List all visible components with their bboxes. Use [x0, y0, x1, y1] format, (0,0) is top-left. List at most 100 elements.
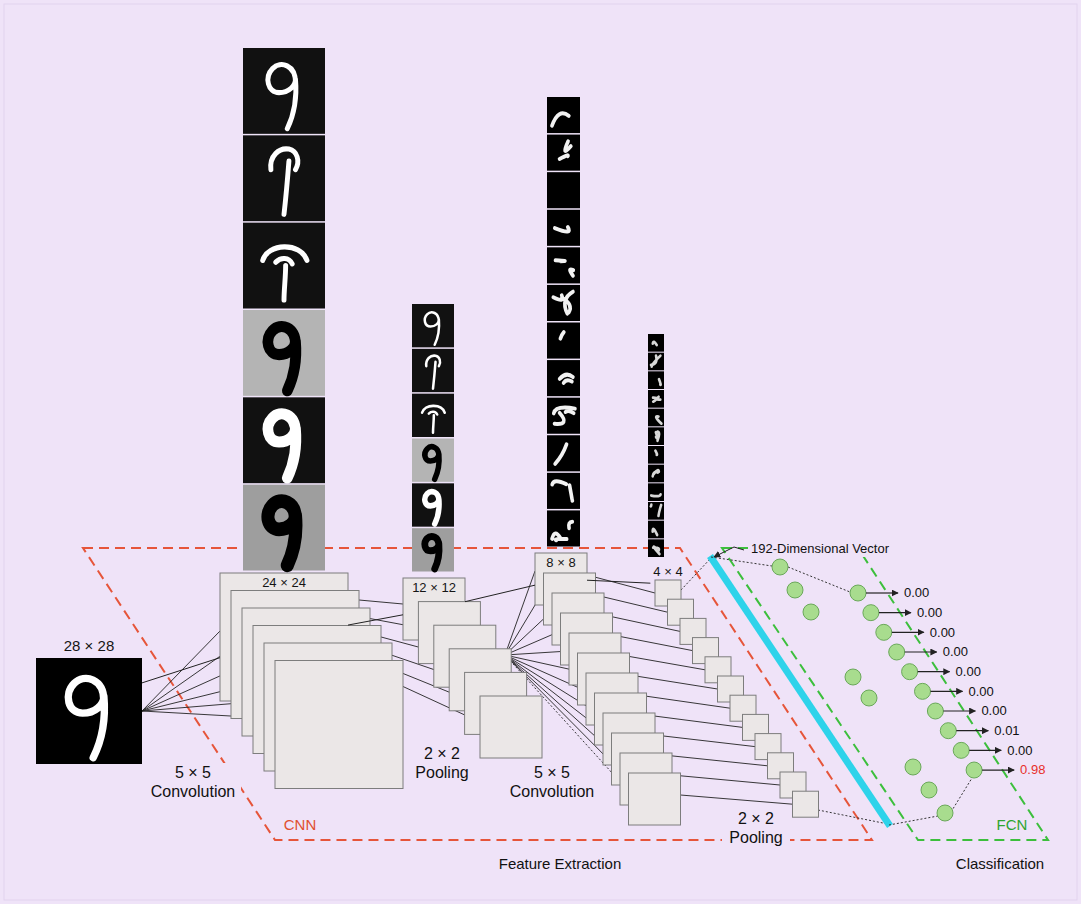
feature-image-ground	[36, 658, 142, 764]
feature-stroke	[560, 375, 573, 383]
feature-stroke	[268, 414, 296, 478]
feature-image	[648, 390, 664, 408]
output-arrow	[879, 612, 911, 613]
feature-map-stack: 8 × 8	[535, 553, 587, 605]
feature-image-ground	[412, 394, 454, 437]
neuron	[772, 559, 788, 575]
feature-image	[243, 223, 325, 309]
feature-image-ground	[648, 371, 664, 389]
feature-image-ground	[243, 223, 325, 309]
dimension-label: 4 × 4	[653, 564, 682, 580]
output-arrow	[866, 592, 898, 593]
feature-image	[412, 439, 454, 482]
pooling-line	[630, 675, 718, 689]
cnn-region	[83, 548, 872, 840]
feature-map-square	[793, 791, 819, 817]
feature-column	[412, 304, 454, 572]
feature-image	[243, 397, 325, 483]
layer-connector	[348, 615, 403, 625]
output-probability: 0.00	[979, 703, 1008, 719]
dotted-link	[951, 778, 972, 812]
layer-connector	[142, 658, 220, 683]
output-probability: 0.00	[967, 684, 996, 700]
feature-image-ground	[547, 247, 580, 283]
convolution-line	[505, 651, 569, 655]
feature-image-ground	[547, 285, 580, 321]
feature-image-ground	[648, 334, 664, 352]
neuron	[850, 585, 866, 601]
pooling-line	[664, 755, 768, 766]
feature-stroke	[426, 356, 440, 389]
feature-image	[36, 658, 142, 764]
connection-lines	[142, 558, 888, 824]
output-arrow	[956, 730, 988, 731]
feature-image	[243, 48, 325, 134]
feature-stroke	[653, 470, 659, 476]
feature-image	[648, 539, 664, 557]
feature-stroke	[554, 408, 575, 424]
feature-image	[648, 483, 664, 501]
feature-stroke	[560, 141, 571, 159]
feature-stroke	[552, 113, 569, 125]
feature-stroke	[651, 494, 660, 496]
feature-image	[547, 285, 580, 321]
feature-image	[243, 135, 325, 221]
operation-label: 5 × 5 Convolution	[504, 763, 600, 801]
input-image	[36, 658, 142, 764]
feature-image-ground	[547, 135, 580, 171]
feature-image-ground	[547, 323, 580, 359]
feature-stroke	[553, 292, 573, 314]
feature-stroke	[555, 260, 573, 275]
convolution-line	[142, 649, 231, 712]
feature-stroke	[425, 312, 439, 344]
feature-image	[648, 427, 664, 445]
feature-stroke	[656, 416, 661, 423]
feature-stroke	[653, 529, 658, 535]
pooling-line	[655, 735, 755, 747]
pooling-line	[681, 795, 793, 804]
feature-stroke	[552, 522, 572, 541]
leader-arrow	[714, 547, 744, 557]
neuron	[845, 669, 861, 685]
feature-column	[648, 334, 664, 557]
feature-image-ground	[412, 349, 454, 392]
feature-stroke	[425, 537, 439, 569]
feature-map-square	[480, 696, 542, 758]
feature-image	[243, 310, 325, 396]
neuron	[905, 759, 921, 775]
output-probability: 0.00	[915, 605, 944, 621]
dotted-link	[889, 816, 938, 825]
feature-image	[412, 304, 454, 347]
feature-column	[243, 48, 325, 571]
neurons	[772, 559, 982, 821]
feature-stroke	[651, 505, 661, 516]
feature-image-ground	[243, 310, 325, 396]
feature-map-stack: 24 × 24	[220, 573, 348, 701]
feature-stroke	[651, 356, 660, 367]
feature-image	[648, 334, 664, 352]
feature-image-ground	[648, 521, 664, 539]
neuron	[940, 723, 956, 739]
output-arrow	[905, 651, 937, 652]
region-name: FCN	[995, 816, 1030, 834]
feature-image	[547, 172, 580, 208]
feature-stroke	[271, 149, 298, 214]
feature-stroke	[656, 432, 659, 441]
operation-label: 2 × 2 Pooling	[722, 809, 790, 847]
feature-map-squares	[220, 553, 819, 825]
region-caption: Classification	[954, 855, 1046, 873]
neuron	[902, 664, 918, 680]
neuron	[803, 604, 819, 620]
feature-image	[648, 353, 664, 371]
dotted-link	[711, 557, 772, 566]
feature-image-ground	[648, 446, 664, 464]
feature-image	[412, 349, 454, 392]
output-arrow	[892, 632, 924, 633]
feature-image-ground	[648, 390, 664, 408]
region-caption: Feature Extraction	[497, 855, 624, 873]
output-probability: 0.98	[1018, 762, 1047, 778]
feature-stroke	[555, 444, 566, 464]
feature-image-ground	[648, 353, 664, 371]
feature-stroke	[263, 247, 307, 300]
